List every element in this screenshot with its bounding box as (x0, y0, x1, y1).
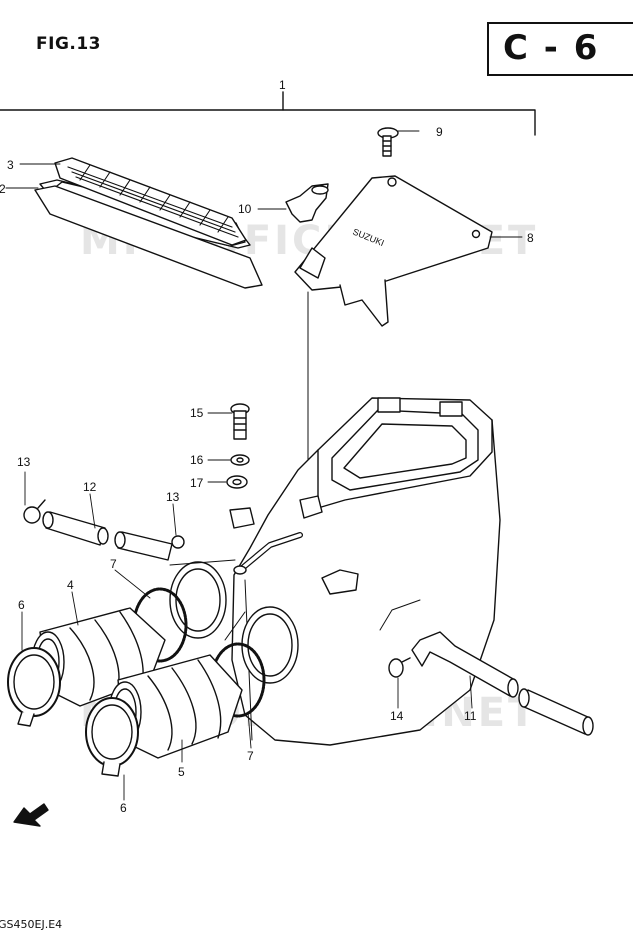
callout-7-lower: 7 (247, 749, 254, 763)
airbox-cover: SUZUKI (294, 175, 493, 327)
hose-clamp-14 (388, 658, 404, 678)
callout-9: 9 (436, 125, 443, 139)
front-direction-arrow-icon (13, 803, 49, 827)
callout-3: 3 (7, 158, 14, 172)
hose-clamp-13a (23, 506, 41, 524)
clamp-6-upper (7, 647, 61, 727)
filter-gasket (34, 185, 263, 289)
cover-screw (377, 127, 399, 157)
figure-title: FIG.13 (36, 34, 102, 54)
breather-hose-piece (114, 531, 173, 561)
callout-1: 1 (279, 78, 286, 92)
callout-4: 4 (67, 578, 74, 592)
callout-13-center: 13 (166, 490, 180, 504)
callout-17: 17 (190, 476, 204, 490)
washer-16 (230, 454, 250, 466)
callout-8: 8 (527, 231, 534, 245)
filter-element-group (34, 157, 263, 289)
page-code: C - 6 (503, 28, 600, 68)
callout-10: 10 (238, 202, 252, 216)
callout-12: 12 (83, 480, 97, 494)
callout-7-upper: 7 (110, 557, 117, 571)
breather-hose-12 (42, 511, 109, 546)
footer-code: GS450EJ.E4 (0, 918, 63, 931)
callout-14: 14 (390, 709, 404, 723)
page-code-box: C - 6 (487, 22, 633, 76)
callout-5: 5 (178, 765, 185, 779)
callout-13-left: 13 (17, 455, 31, 469)
wing-bolt (285, 183, 329, 223)
callout-16: 16 (190, 453, 204, 467)
mounting-bolt (230, 403, 250, 440)
air-cleaner-box (229, 397, 501, 746)
callout-11: 11 (464, 709, 477, 723)
clamp-6-lower (85, 697, 139, 777)
hose-clamp-13b (171, 535, 185, 549)
callout-2: 2 (0, 182, 6, 196)
callout-6-upper: 6 (18, 598, 25, 612)
washer-17 (226, 475, 248, 489)
callout-6-lower: 6 (120, 801, 127, 815)
drain-hose-11 (411, 631, 594, 736)
assembly-bracket-line (0, 109, 536, 136)
box-outlet-ports (169, 559, 299, 684)
callout-15: 15 (190, 406, 204, 420)
